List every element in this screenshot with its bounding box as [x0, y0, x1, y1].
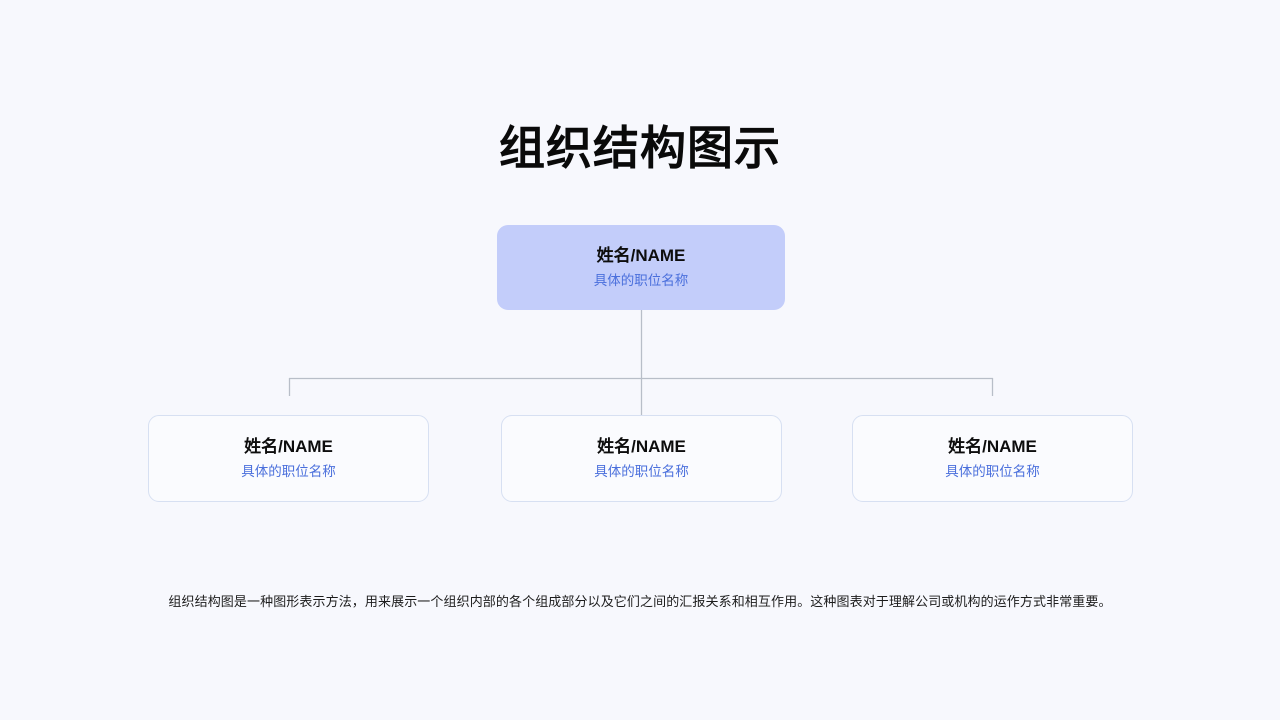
org-node-child-3[interactable]: 姓名/NAME 具体的职位名称 — [852, 415, 1133, 502]
page-title: 组织结构图示 — [499, 122, 781, 174]
org-node-name: 姓名/NAME — [244, 436, 333, 456]
org-node-position-title: 具体的职位名称 — [945, 464, 1040, 480]
org-node-position-title: 具体的职位名称 — [593, 273, 689, 289]
org-node-position-title: 具体的职位名称 — [241, 464, 336, 480]
org-node-name: 姓名/NAME — [948, 436, 1037, 456]
org-node-child-1[interactable]: 姓名/NAME 具体的职位名称 — [148, 415, 429, 502]
org-node-root[interactable]: 姓名/NAME 具体的职位名称 — [497, 225, 785, 310]
org-node-child-2[interactable]: 姓名/NAME 具体的职位名称 — [501, 415, 782, 502]
org-node-name: 姓名/NAME — [596, 245, 686, 265]
slide-caption: 组织结构图是一种图形表示方法，用来展示一个组织内部的各个组成部分以及它们之间的汇… — [168, 594, 1112, 609]
org-node-name: 姓名/NAME — [597, 436, 686, 456]
org-node-position-title: 具体的职位名称 — [594, 464, 689, 480]
